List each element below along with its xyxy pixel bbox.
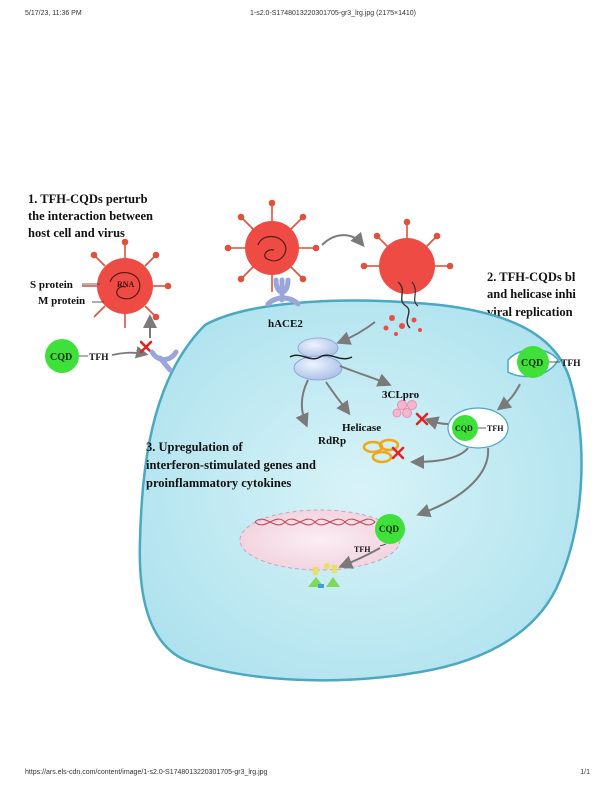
cqd-left-label: CQD xyxy=(50,352,72,363)
rna-label: RNA xyxy=(117,280,135,289)
hace2-label: hACE2 xyxy=(268,318,303,330)
cqd-left-icon xyxy=(45,339,79,373)
section3-line3: proinflammatory cytokines xyxy=(146,476,291,490)
dna-helix xyxy=(254,518,376,526)
browser-page-title: 1-s2.0-S1748013220301705-gr3_lrg.jpg (21… xyxy=(250,10,416,17)
cqd-right-icon xyxy=(517,346,549,378)
section2-line2: and helicase inhi xyxy=(487,287,576,301)
hace2-receptor-left xyxy=(149,349,179,373)
section1-line1: 1. TFH-CQDs perturb xyxy=(28,192,148,206)
virus-left: RNA xyxy=(82,238,172,328)
block-x-icon xyxy=(139,340,153,354)
cqd-nucleus-label: CQD xyxy=(379,524,400,534)
helicase-block-x-icon xyxy=(391,446,405,460)
cqd-right-label: CQD xyxy=(521,358,543,369)
entry-arrow xyxy=(321,231,365,248)
cqd-endosome-icon xyxy=(452,415,478,441)
tfh-nucleus-label: TFH xyxy=(354,545,371,554)
helicase-icon xyxy=(362,438,400,464)
3clpro-label: 3CLpro xyxy=(382,389,420,401)
cqd-endosome-label: CQD xyxy=(455,424,473,433)
cqd-nucleus-icon xyxy=(375,514,405,544)
section2-line3: viral replication xyxy=(487,305,573,319)
section1-line3: host cell and virus xyxy=(28,226,125,240)
s-protein-label: S protein xyxy=(30,279,73,291)
helicase-label: Helicase xyxy=(342,422,381,434)
section1-line2: the interaction between xyxy=(28,209,153,223)
section3-line1: 3. Upregulation of xyxy=(146,440,243,454)
tfh-left-label: TFH xyxy=(89,353,109,363)
m-protein-label: M protein xyxy=(38,295,85,307)
page-count: 1/1 xyxy=(580,769,590,776)
section3-line2: interferon-stimulated genes and xyxy=(146,458,316,472)
host-cell xyxy=(138,299,583,682)
browser-url: https://ars.els-cdn.com/content/image/1-… xyxy=(25,769,268,776)
tfh-right-label: TFH xyxy=(561,359,581,369)
virus-entering xyxy=(360,218,454,336)
tfh-endosome-label: TFH xyxy=(487,424,504,433)
virus-top-left xyxy=(224,199,320,292)
cytokines-icon xyxy=(308,563,340,588)
browser-timestamp: 5/17/23, 11:36 PM xyxy=(25,10,82,17)
ribosome-icon xyxy=(289,337,353,381)
section2-line1: 2. TFH-CQDs bl xyxy=(487,270,576,284)
rdrp-label: RdRp xyxy=(318,435,346,447)
3clpro-icon xyxy=(392,400,417,418)
